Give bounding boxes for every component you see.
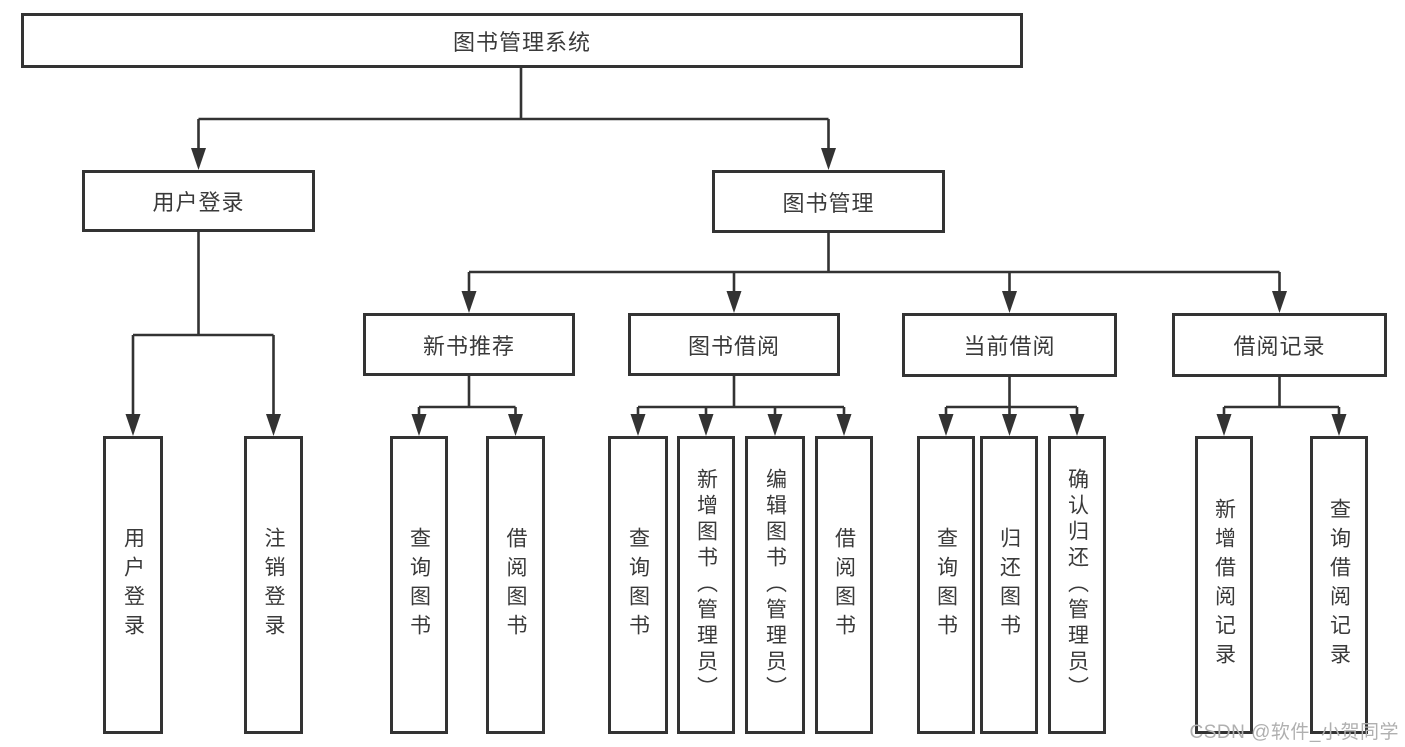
leaf-recommend-borrow-books: 借阅图书	[486, 436, 545, 734]
node-borrow-records-label: 借阅记录	[1233, 334, 1326, 359]
node-book-management: 图书管理	[712, 170, 945, 233]
leaf-logout: 注销登录	[244, 436, 303, 734]
leaf-borrow-edit-books-admin: 编辑图书（管理员）	[745, 436, 805, 734]
node-root-label: 图书管理系统	[452, 29, 591, 55]
node-current-borrow-label: 当前借阅	[963, 334, 1056, 359]
node-user-login-label: 用户登录	[152, 190, 245, 215]
leaf-records-query-record-label: 查询借阅记录	[1327, 498, 1351, 672]
leaf-recommend-search-books-label: 查询图书	[407, 527, 431, 643]
leaf-logout-label: 注销登录	[262, 527, 285, 643]
node-current-borrow: 当前借阅	[902, 313, 1117, 377]
connector-root	[197, 68, 830, 150]
leaf-borrow-borrow-books: 借阅图书	[815, 436, 873, 734]
connector-user-login	[131, 232, 275, 416]
leaf-current-search-books-label: 查询图书	[934, 527, 958, 643]
leaf-current-confirm-return-admin: 确认归还（管理员）	[1048, 436, 1106, 734]
leaf-borrow-search-books-label: 查询图书	[626, 527, 650, 643]
leaf-recommend-borrow-books-label: 借阅图书	[504, 527, 527, 643]
leaf-user-login-label: 用户登录	[121, 527, 145, 643]
node-book-borrow: 图书借阅	[628, 313, 840, 376]
leaf-recommend-search-books: 查询图书	[390, 436, 448, 734]
node-borrow-records: 借阅记录	[1172, 313, 1387, 377]
leaf-records-add-record-label: 新增借阅记录	[1212, 498, 1236, 672]
node-book-borrow-label: 图书借阅	[687, 333, 780, 359]
leaf-current-confirm-return-admin-label: 确认归还（管理员）	[1065, 468, 1089, 702]
node-book-management-label: 图书管理	[782, 190, 875, 216]
connector-new-book-recommend	[417, 376, 517, 416]
watermark: CSDN @软件_小贺同学	[1189, 722, 1399, 743]
connector-book-management	[467, 233, 1281, 293]
node-user-login: 用户登录	[82, 170, 315, 232]
leaf-records-add-record: 新增借阅记录	[1195, 436, 1253, 734]
node-new-book-recommend: 新书推荐	[363, 313, 575, 376]
node-new-book-recommend-label: 新书推荐	[422, 333, 515, 359]
connector-book-borrow	[636, 376, 846, 416]
leaf-user-login: 用户登录	[103, 436, 163, 734]
leaf-borrow-search-books: 查询图书	[608, 436, 668, 734]
leaf-current-search-books: 查询图书	[917, 436, 975, 734]
leaf-current-return-books: 归还图书	[980, 436, 1038, 734]
connector-borrow-records	[1222, 377, 1341, 416]
node-root: 图书管理系统	[21, 13, 1023, 68]
leaf-borrow-borrow-books-label: 借阅图书	[832, 527, 856, 643]
leaf-borrow-add-books-admin-label: 新增图书（管理员）	[694, 468, 718, 702]
leaf-borrow-edit-books-admin-label: 编辑图书（管理员）	[763, 468, 787, 702]
leaf-current-return-books-label: 归还图书	[997, 527, 1021, 643]
leaf-records-query-record: 查询借阅记录	[1310, 436, 1368, 734]
connector-current-borrow	[944, 377, 1079, 416]
leaf-borrow-add-books-admin: 新增图书（管理员）	[677, 436, 735, 734]
